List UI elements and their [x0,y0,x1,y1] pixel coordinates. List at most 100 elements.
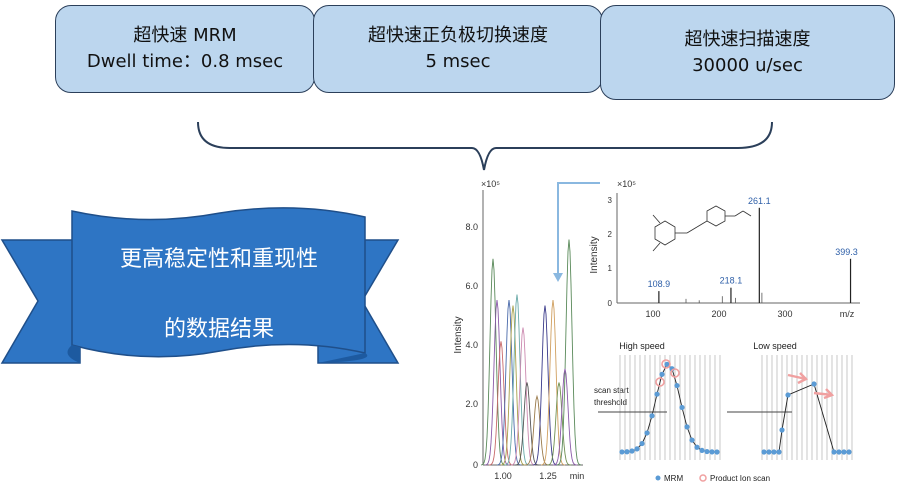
feature-title: 超快速扫描速度 [684,28,811,50]
x-tick: 1.00 [494,471,512,481]
y-tick: 0 [608,299,613,308]
x-tick: 1.25 [539,471,557,481]
threshold-label: scan start [594,386,629,395]
y-tick: 4.0 [465,340,478,350]
mrm-point [629,448,635,454]
chromatogram-peaks [480,239,582,466]
y-tick: 3 [608,196,613,205]
mrm-point [644,430,650,436]
mrm-point [779,427,785,433]
scan-speed-panels: High speed Low speed scan start threshol… [594,341,853,483]
chromatogram-peak [556,239,582,466]
ribbon-banner [0,207,400,364]
x-tick: 200 [711,309,726,319]
mrm-point [836,449,842,455]
mrm-point [841,449,847,455]
mrm-point [634,446,640,452]
chromatogram-peak [546,382,572,466]
x-unit: min [570,471,585,481]
banner-line-2: 的数据结果 [163,317,274,342]
mrm-point [654,391,660,397]
curly-brace [197,121,773,171]
feature-value: 5 msec [425,51,491,72]
high-speed-scan-lines [619,355,721,460]
low-speed-scan-lines [761,355,853,460]
low-speed-title: Low speed [753,341,797,351]
feature-value: 30000 u/sec [692,54,803,76]
mrm-point [846,449,852,455]
chromatogram: ×10⁵ Intensity 0 2.0 4.0 6.0 8.0 1.00 1.… [453,179,585,481]
mrm-point [684,424,690,430]
mrm-point [664,361,670,367]
chromatogram-peak [510,327,536,466]
chromatogram-peak [504,294,530,466]
mrm-point [639,440,645,447]
product-ion-legend-icon [699,474,707,482]
y-tick: 2.0 [465,399,478,409]
spectrum-peaks: 261.1 399.3 108.9 218.1 [648,196,858,303]
mrm-point [674,382,680,389]
mrm-point [624,449,630,455]
feature-box-scan-speed: 超快速扫描速度 30000 u/sec [600,5,895,100]
feature-title: 超快速 MRM [133,25,237,46]
x-tick: 100 [645,309,660,319]
zoom-arrow [553,182,600,282]
feature-title: 超快速正负极切换速度 [368,25,548,46]
feature-value: Dwell time：0.8 msec [86,51,284,72]
feature-box-mrm: 超快速 MRM Dwell time：0.8 msec [55,5,315,93]
peak-label: 108.9 [648,279,671,289]
mrm-point [811,381,817,387]
low-speed-profile [761,372,852,455]
mrm-point [761,449,767,455]
mrm-point [704,448,710,455]
product-ion-point [661,359,671,369]
mrm-point [619,449,625,455]
spectrum-ylabel: Intensity [589,236,600,273]
banner-line-1: 更高稳定性和重现性 [119,247,318,272]
mrm-point [776,449,782,455]
mrm-point [699,447,705,454]
threshold-label: threshold [594,398,627,407]
spectrum-exponent: ×10⁵ [617,179,636,189]
y-tick: 1 [608,264,613,273]
mass-spectrum: ×10⁵ Intensity 0 1 2 3 100 200 300 m/z 2… [589,179,860,319]
x-tick: 300 [777,309,792,319]
high-speed-title: High speed [619,341,665,351]
chromatogram-ylabel: Intensity [453,316,464,353]
mrm-point [709,449,715,455]
mrm-point [649,413,655,419]
product-ion-point [670,368,680,378]
feature-box-polarity-switch: 超快速正负极切换速度 5 msec [313,5,603,93]
chromatogram-peak [524,394,550,466]
mrm-point [785,392,791,398]
mrm-point [694,444,700,450]
mrm-point [659,371,665,377]
chromatogram-peak [500,305,526,466]
x-unit: m/z [840,309,855,319]
peak-label: 261.1 [748,196,771,206]
high-speed-profile [619,359,720,455]
mrm-legend-icon [655,475,661,481]
y-tick: 6.0 [465,281,478,291]
legend: MRM Product Ion scan [655,474,770,483]
chromatogram-peak [552,368,578,466]
mrm-point [771,449,777,455]
y-tick: 0 [473,460,478,470]
product-ion-point [655,377,665,387]
chromatogram-peak [480,258,506,466]
molecule-structure-icon [652,205,752,252]
peak-label: 218.1 [720,276,743,286]
chromatogram-exponent: ×10⁵ [481,179,500,189]
mrm-point [714,449,720,455]
mrm-point [831,449,837,455]
high-speed-curve [621,363,718,453]
peak-label: 399.3 [835,247,858,257]
chromatogram-y-ticks: 0 2.0 4.0 6.0 8.0 [465,222,478,470]
mrm-point [679,404,685,411]
chromatogram-peak [532,305,558,466]
mrm-point [689,437,695,443]
y-tick: 2 [608,230,613,239]
legend-product-label: Product Ion scan [710,474,770,483]
legend-mrm-label: MRM [664,474,683,483]
chromatogram-peak [496,299,522,466]
